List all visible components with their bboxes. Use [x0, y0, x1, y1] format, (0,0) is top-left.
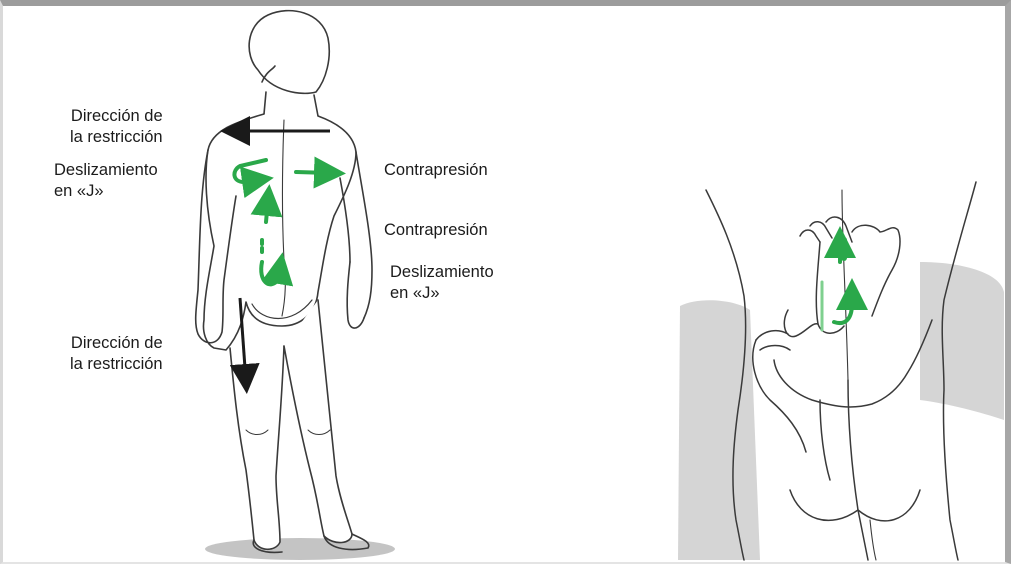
j-glide-label-left: Deslizamiento en «J» [54, 160, 158, 202]
counterpressure-label-lower: Contrapresión [384, 220, 488, 241]
counterpressure-label-upper: Contrapresión [384, 160, 488, 181]
j-glide-label-right: Deslizamiento en «J» [390, 262, 494, 304]
glide-arrows-closeup [822, 240, 852, 330]
standing-figure-back-view [196, 11, 395, 560]
back-closeup-illustration [678, 182, 1004, 560]
restriction-label-bottom: Dirección de la restricción [70, 333, 163, 375]
restriction-label-top: Dirección de la restricción [70, 106, 163, 148]
